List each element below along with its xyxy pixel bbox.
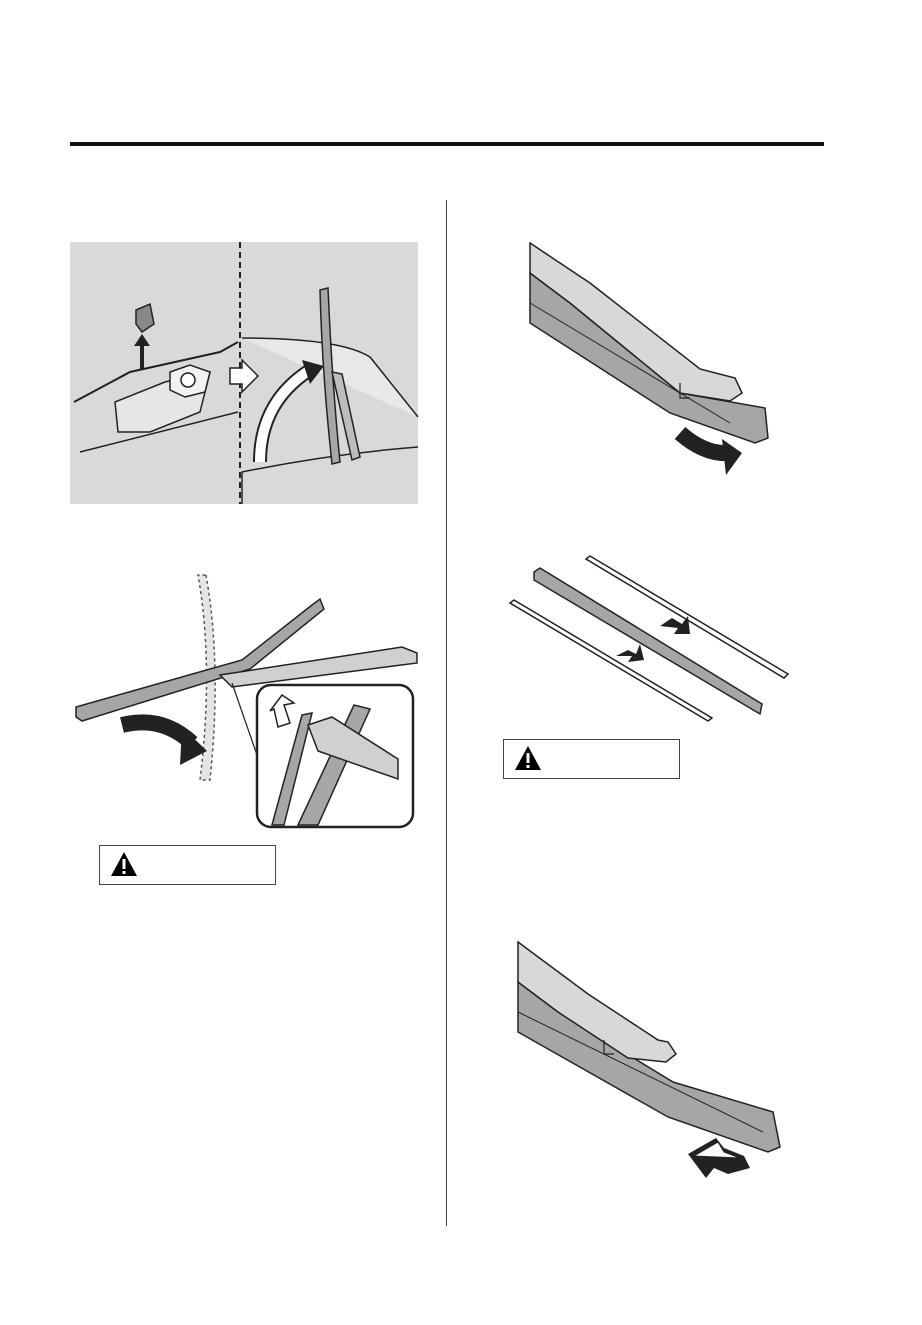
figure-pull-rubber bbox=[529, 241, 769, 475]
header-rule bbox=[70, 142, 824, 146]
figure-insert-rubber bbox=[517, 940, 781, 1178]
warning-triangle-icon bbox=[111, 852, 137, 876]
column-separator bbox=[446, 200, 447, 1226]
figure-rubber-and-strips bbox=[508, 555, 790, 722]
warning-triangle-icon bbox=[515, 746, 541, 770]
figure-release-blade bbox=[75, 574, 418, 829]
warning-box-right bbox=[503, 739, 680, 779]
figure-remove-cap-raise-arm bbox=[70, 242, 419, 504]
warning-box-left bbox=[99, 845, 276, 885]
